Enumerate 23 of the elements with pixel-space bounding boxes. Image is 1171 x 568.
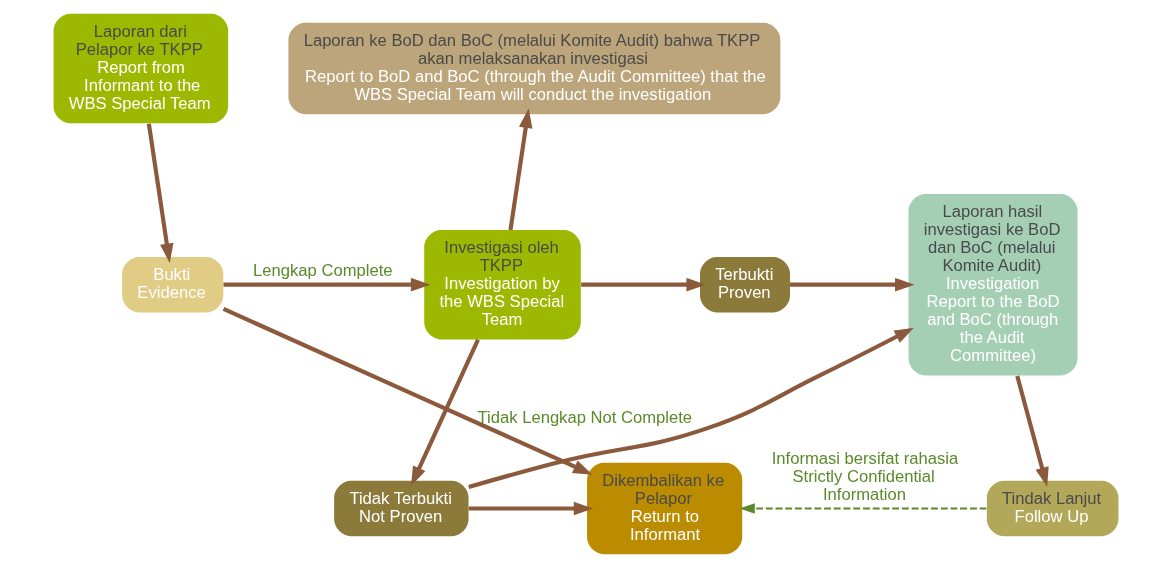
arrow (580, 277, 706, 292)
edge-label: Lengkap Complete (252, 260, 393, 280)
node-box: Tidak Terbukti Not Proven (333, 480, 469, 537)
arrow (1014, 375, 1049, 487)
node-box: Bukti Evidence (121, 257, 223, 313)
arrow (222, 307, 593, 475)
node-box: Laporan ke BoD dan BoC (melalui Komite Audit) bahwa TKPP akan melaksanakan investigasi Report to BoD and BoC (through the Audit Committee) that the WBS Special Team will conduct the investigation (287, 22, 780, 115)
node-box: Terbukti Proven (699, 257, 790, 313)
edge-label: Tidak Lengkap Not Complete (477, 408, 692, 428)
node-box: Laporan dari Pelapor ke TKPP Report from Informant to the WBS Special Team (53, 13, 228, 124)
arrow (507, 108, 532, 231)
arrow (410, 338, 480, 486)
arrow (146, 123, 174, 263)
node-box: Laporan hasil investigasi ke BoD dan BoC (melalui Komite Audit) Investigation Report to the BoD and BoC (through the Audit Committee) (908, 193, 1078, 376)
node-box: Dikembalikan ke Pelapor Return to Informant (586, 462, 742, 555)
node-box: Tindak Lanjut Follow Up (986, 480, 1118, 537)
arrow (467, 327, 914, 489)
arrow (468, 501, 593, 516)
arrow (789, 277, 914, 292)
arrow (739, 503, 986, 514)
edge-label: Informasi bersifat rahasia Strictly Confidential Information (771, 448, 958, 504)
arrow (223, 277, 430, 292)
node-box: Investigasi oleh TKPP Investigation by the WBS Special Team (423, 229, 581, 340)
